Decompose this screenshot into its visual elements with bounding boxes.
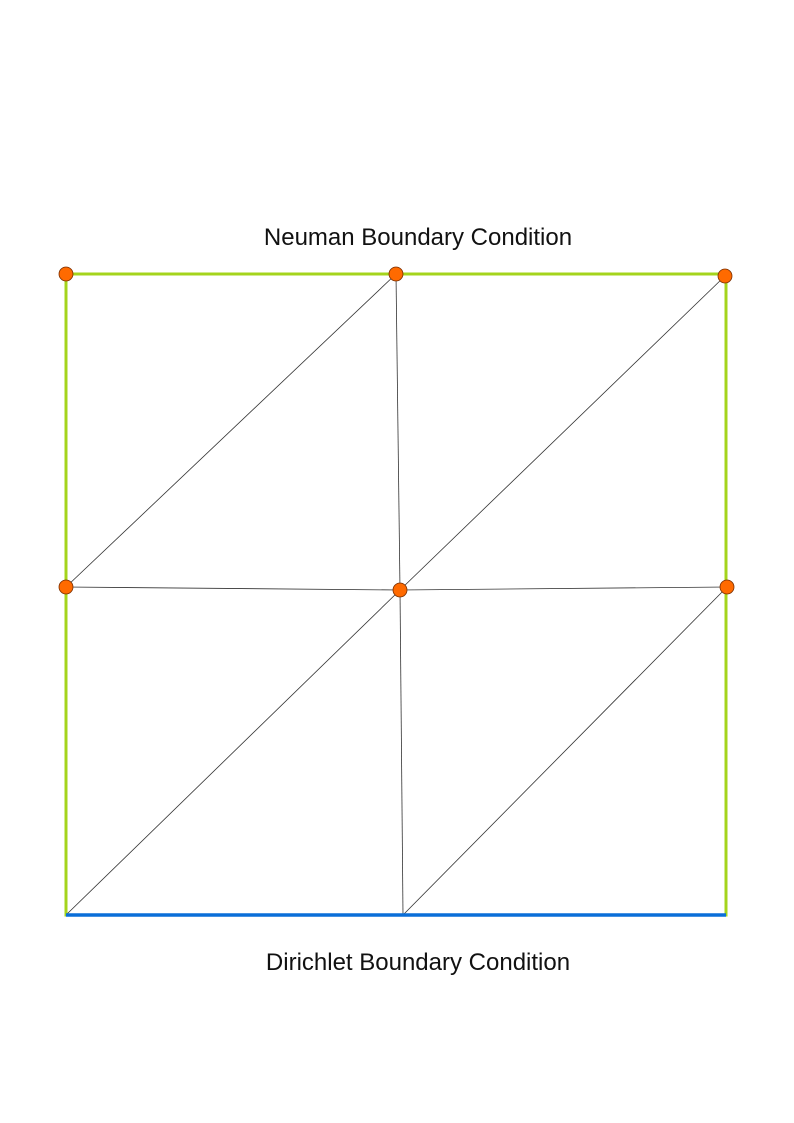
mesh-node <box>392 582 408 598</box>
dirichlet-boundary-label: Dirichlet Boundary Condition <box>265 949 571 976</box>
mesh-node <box>58 579 74 595</box>
mesh-edge <box>399 275 726 591</box>
mesh-edge <box>65 589 401 916</box>
mesh-node <box>58 266 74 282</box>
mesh-edges <box>65 273 728 916</box>
mesh-edge <box>399 586 728 591</box>
mesh-node <box>388 266 404 282</box>
mesh-edge <box>399 589 404 916</box>
mesh-nodes <box>58 266 735 598</box>
mesh-edge <box>65 273 397 588</box>
mesh-node <box>719 579 735 595</box>
mesh-edge <box>395 273 401 591</box>
mesh-edge <box>402 586 728 916</box>
mesh-edge <box>65 586 401 591</box>
mesh-node <box>717 268 733 284</box>
neumann-boundary-label: Neuman Boundary Condition <box>263 224 573 251</box>
